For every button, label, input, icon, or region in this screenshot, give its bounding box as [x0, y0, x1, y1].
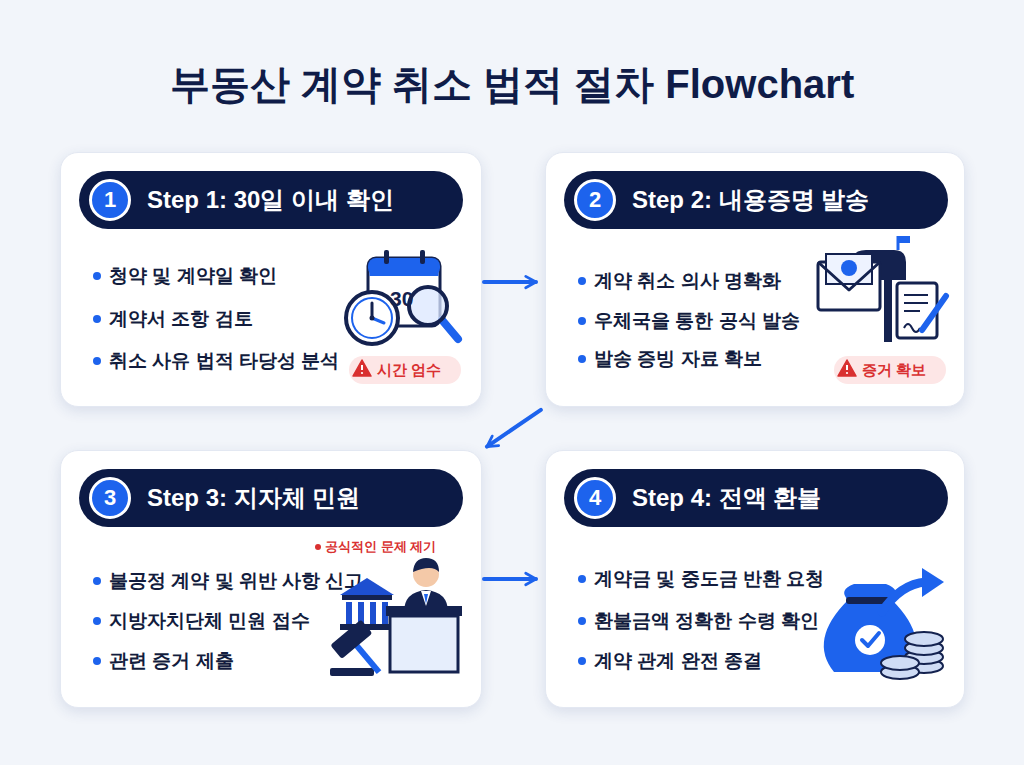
warning-badge: 시간 엄수: [349, 356, 461, 384]
warning-badge-text: 시간 엄수: [377, 356, 441, 384]
step-number-circle: 3: [89, 477, 131, 519]
diagram-title: 부동산 계약 취소 법적 절차 Flowchart: [0, 58, 1024, 110]
step-number: 2: [577, 182, 613, 218]
step-card: 공식적인 문제 제기불공정 계약 및 위반 사항 신고지방자치단체 민원 접수관…: [60, 450, 482, 708]
step-card: 계약 취소 의사 명확화우체국을 통한 공식 발송발송 증빙 자료 확보 Step…: [545, 152, 965, 407]
step-header: Step 2: 내용증명 발송 2: [564, 171, 948, 229]
step-number: 1: [92, 182, 128, 218]
step-header: Step 1: 30일 이내 확인 1: [79, 171, 463, 229]
bullet-text: 발송 증빙 자료 확보: [594, 345, 762, 373]
bullet-text: 계약서 조항 검토: [109, 305, 253, 333]
bullet-text: 관련 증거 제출: [109, 647, 234, 675]
step-heading: Step 4: 전액 환불: [632, 469, 821, 527]
bullet-text: 취소 사유 법적 타당성 분석: [109, 347, 339, 375]
step-heading: Step 1: 30일 이내 확인: [147, 171, 394, 229]
step-header: Step 4: 전액 환불 4: [564, 469, 948, 527]
flow-arrow: [484, 280, 536, 284]
step-number: 4: [577, 480, 613, 516]
bullet-text: 불공정 계약 및 위반 사항 신고: [109, 567, 363, 595]
warning-badge: 증거 확보: [834, 356, 946, 384]
flow-arrow: [487, 410, 541, 447]
step-card: 계약금 및 중도금 반환 요청환불금액 정확한 수령 확인계약 관계 완전 종결…: [545, 450, 965, 708]
step-number-circle: 4: [574, 477, 616, 519]
step-header: Step 3: 지자체 민원 3: [79, 469, 463, 527]
calendar-date: 30: [390, 287, 413, 311]
bullet-text: 우체국을 통한 공식 발송: [594, 307, 800, 335]
step-heading: Step 2: 내용증명 발송: [632, 171, 869, 229]
bullet-text: 계약 취소 의사 명확화: [594, 267, 781, 295]
warning-badge-text: 증거 확보: [862, 356, 926, 384]
note-text: 공식적인 문제 제기: [325, 537, 436, 557]
step-number-circle: 1: [89, 179, 131, 221]
bullet-text: 계약금 및 중도금 반환 요청: [594, 565, 824, 593]
bullet-text: 환불금액 정확한 수령 확인: [594, 607, 819, 635]
step-heading: Step 3: 지자체 민원: [147, 469, 360, 527]
bullet-text: 지방자치단체 민원 접수: [109, 607, 310, 635]
bullet-text: 청약 및 계약일 확인: [109, 262, 277, 290]
step-number-circle: 2: [574, 179, 616, 221]
step-number: 3: [92, 480, 128, 516]
flow-arrow: [484, 577, 536, 581]
step-card: 청약 및 계약일 확인계약서 조항 검토취소 사유 법적 타당성 분석 Step …: [60, 152, 482, 407]
bullet-text: 계약 관계 완전 종결: [594, 647, 762, 675]
